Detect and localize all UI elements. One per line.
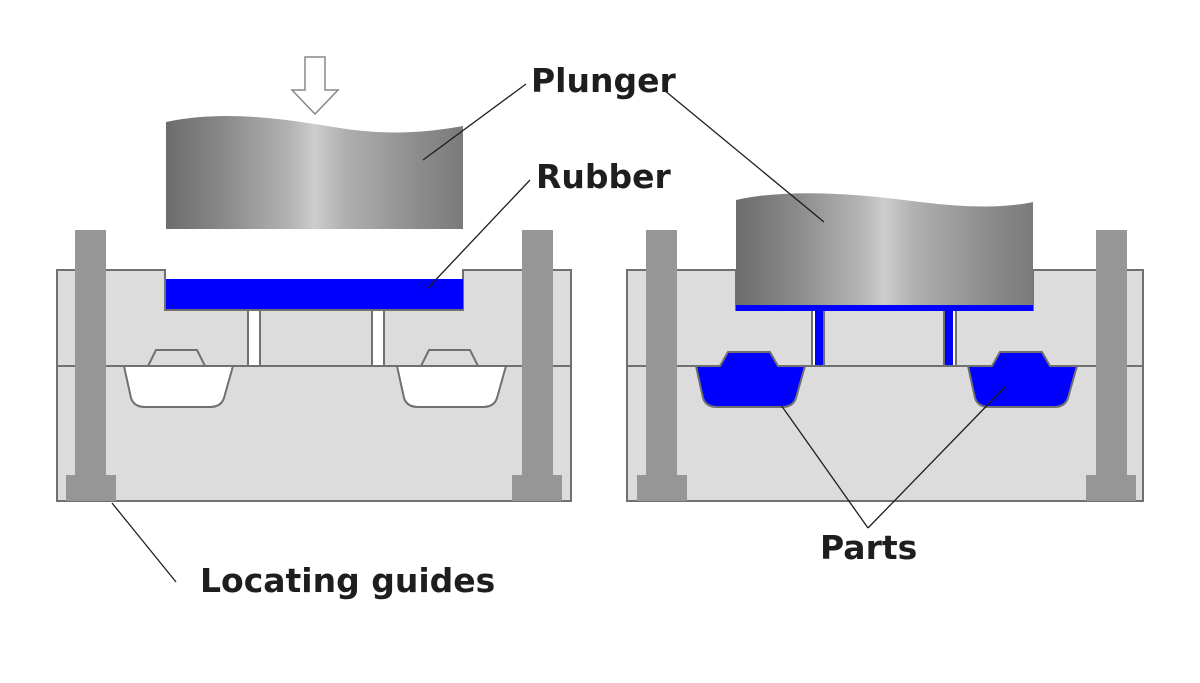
right-plunger — [736, 193, 1033, 305]
left-guide-base-2 — [512, 475, 562, 501]
left-sheet-bump-2 — [419, 349, 480, 367]
left-guide-post-2 — [522, 230, 553, 475]
left-press-panel — [56, 56, 572, 502]
right-guide-base-1 — [637, 475, 687, 501]
right-rubber-channel-1 — [815, 311, 823, 366]
label-parts: Parts — [820, 528, 917, 567]
left-die-cavity-2 — [395, 365, 508, 408]
right-rubber-layer — [736, 305, 1033, 311]
left-rubber-pad — [166, 279, 463, 310]
leader-parts-2 — [867, 386, 1006, 529]
left-guide-post-1 — [75, 230, 106, 475]
right-guide-post-1 — [646, 230, 677, 475]
right-formed-part-2 — [966, 351, 1079, 408]
leader-plunger-left — [422, 83, 527, 161]
left-guide-base-1 — [66, 475, 116, 501]
left-die-cavity-1 — [122, 365, 235, 408]
right-guide-post-2 — [1096, 230, 1127, 475]
left-sheet-bump-1 — [146, 349, 207, 367]
right-press-panel — [626, 193, 1144, 502]
right-center-block — [823, 309, 945, 367]
right-rubber-channel-2 — [945, 311, 953, 366]
leader-plunger-right — [663, 89, 825, 223]
leader-rubber — [427, 179, 531, 289]
right-formed-part-1 — [694, 351, 807, 408]
down-arrow-icon — [290, 56, 340, 116]
label-locating-guides: Locating guides — [200, 561, 495, 600]
leader-locating-guides — [111, 502, 177, 583]
leader-parts-1 — [780, 404, 869, 529]
left-center-block — [259, 309, 373, 367]
left-plunger — [166, 115, 463, 229]
label-plunger: Plunger — [531, 61, 676, 100]
label-rubber: Rubber — [536, 157, 672, 196]
leader-lines — [111, 83, 1006, 583]
right-guide-base-2 — [1086, 475, 1136, 501]
